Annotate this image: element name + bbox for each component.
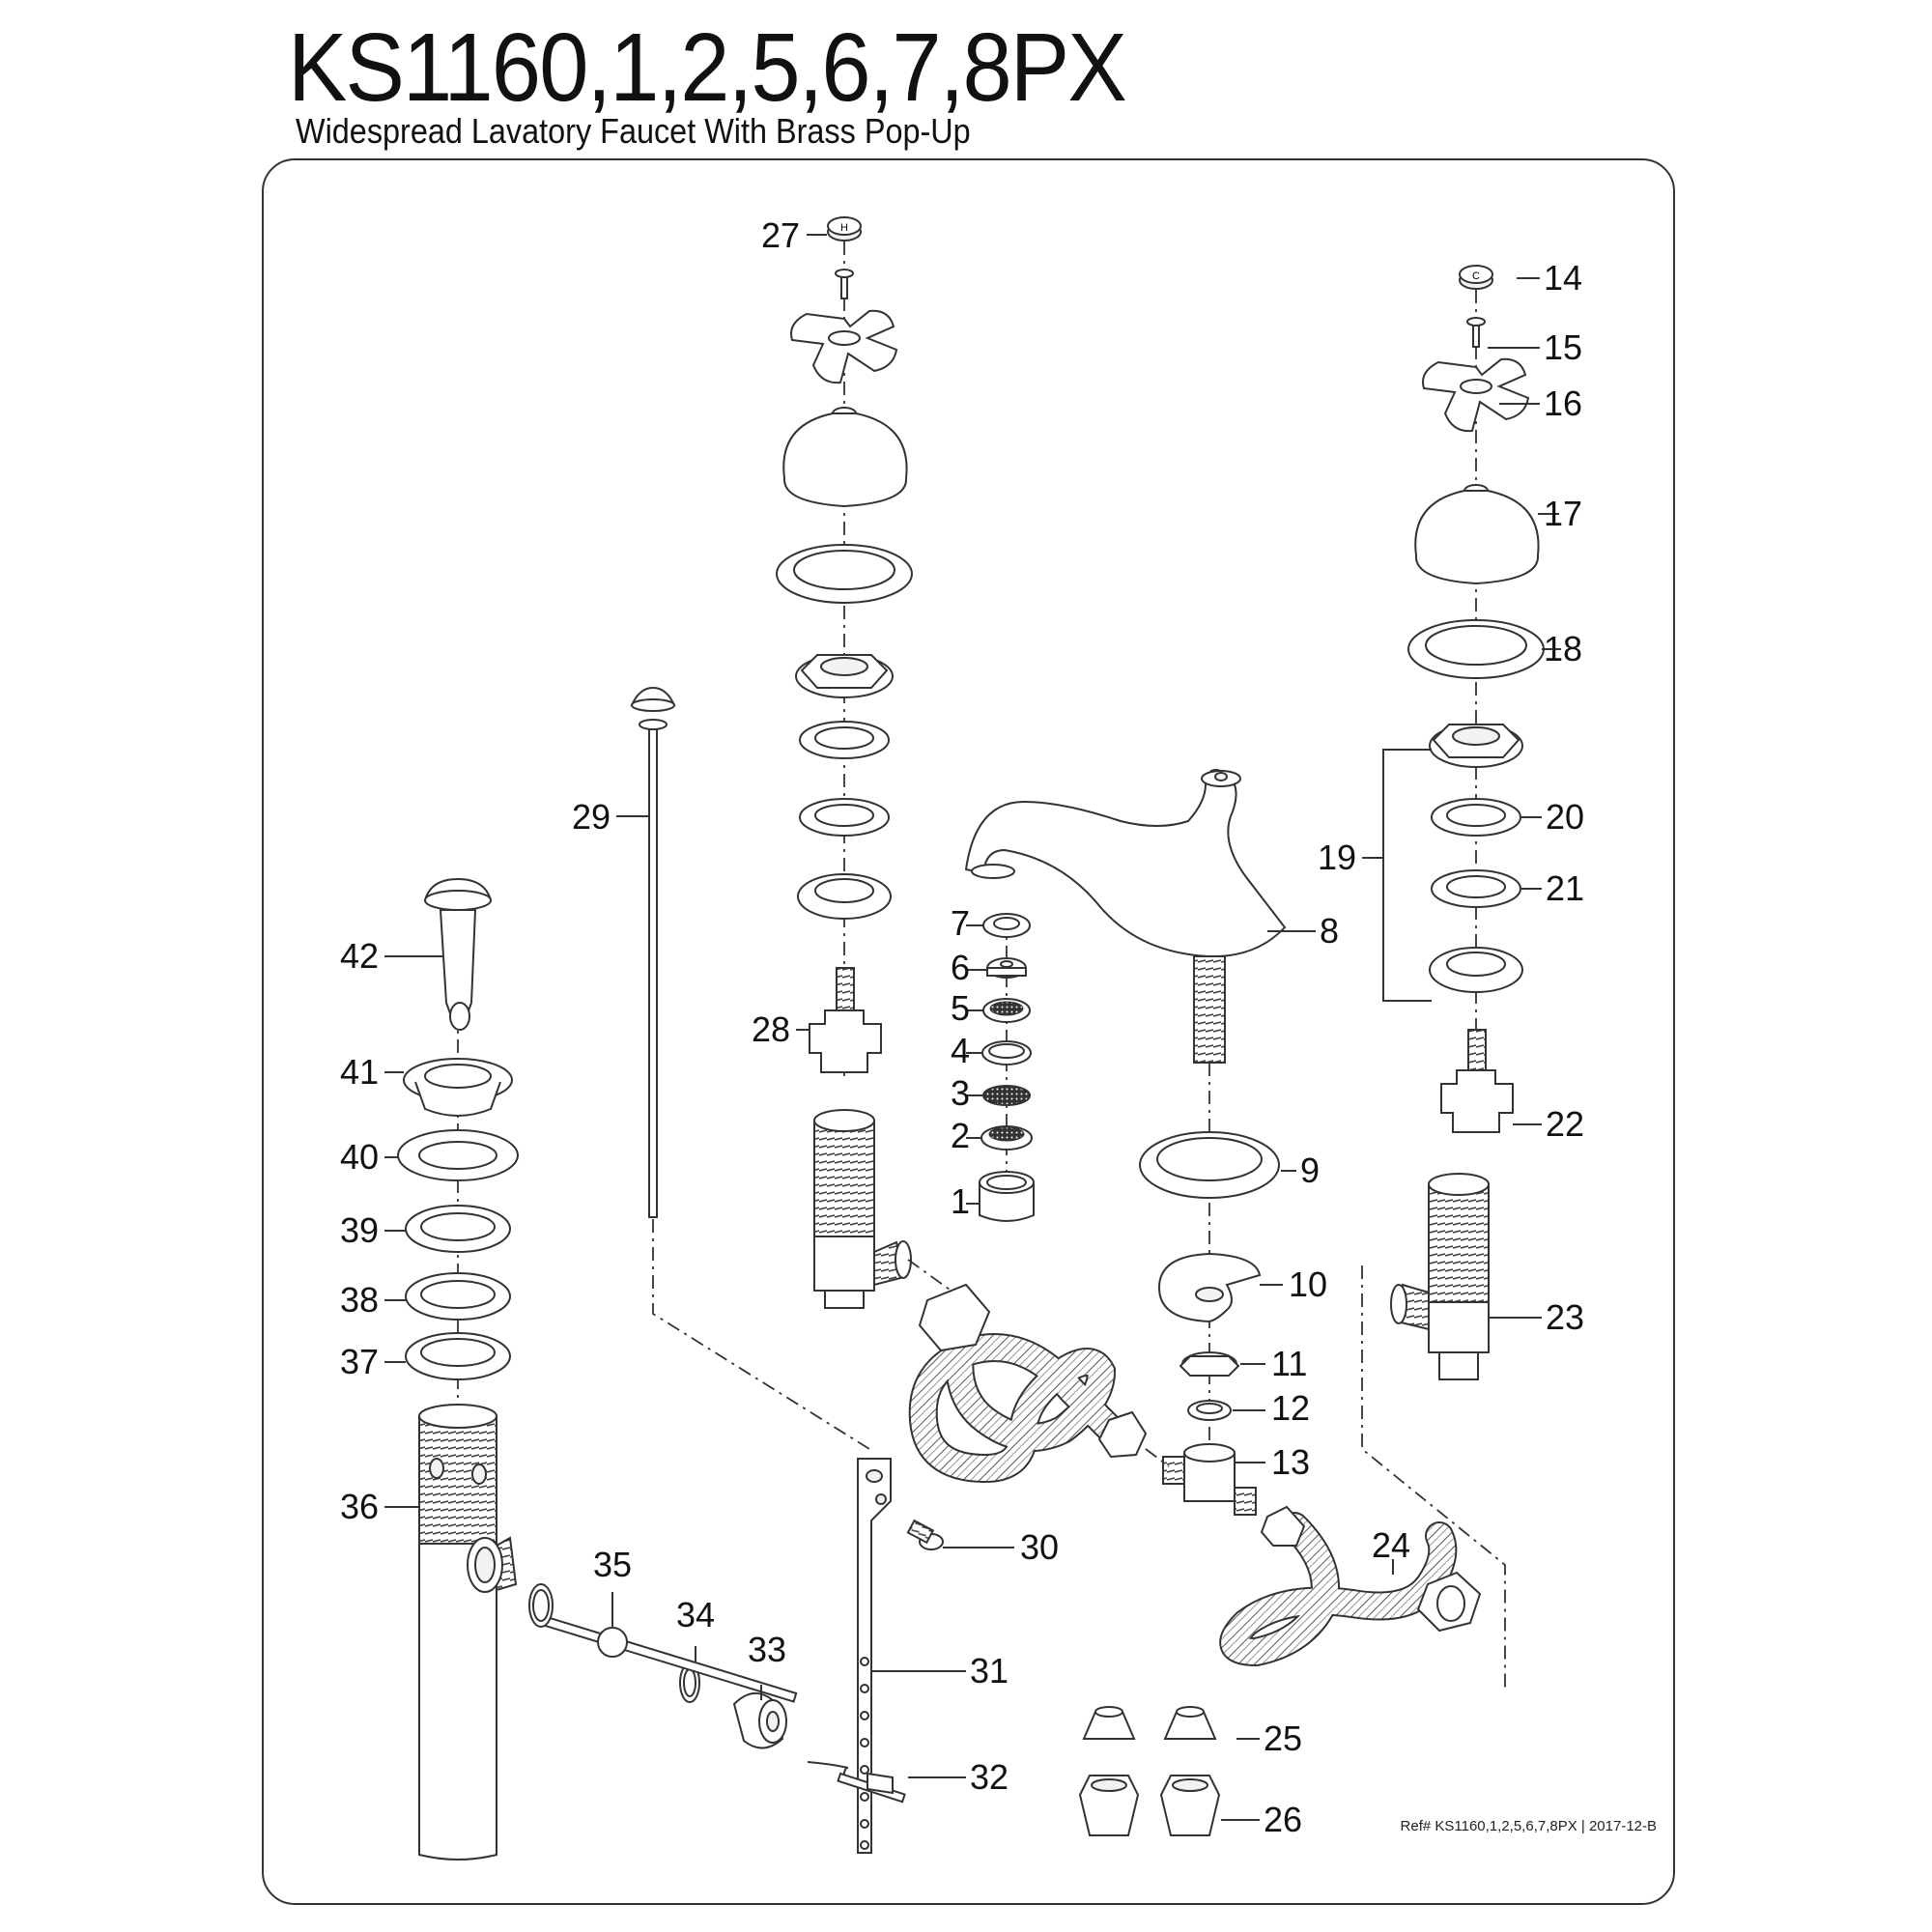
clevis-screw: [906, 1519, 944, 1550]
hot-cartridge: [809, 967, 882, 1073]
part-label-33: 33: [748, 1630, 786, 1669]
part-label-24: 24: [1372, 1525, 1410, 1565]
spout-assembly: [964, 769, 1287, 1516]
part-label-40: 40: [340, 1137, 379, 1177]
drain-body: [418, 1404, 518, 1861]
part-label-16: 16: [1544, 384, 1582, 423]
cold-cartridge: [1440, 1029, 1514, 1133]
aerator-assembly: [979, 913, 1035, 1222]
cold-washers: [1429, 798, 1523, 993]
part-label-22: 22: [1546, 1104, 1584, 1144]
part-label-7: 7: [951, 903, 970, 943]
part-label-35: 35: [593, 1545, 632, 1584]
hot-washers: [797, 721, 892, 920]
part-number-labels: 1 2 3 4 5 6 7 8 9 10 11 12 13 14 15 16 1…: [340, 215, 1584, 1839]
pivot-nut: [732, 1692, 787, 1749]
supply-hoses: [907, 1259, 1506, 1690]
part-label-18: 18: [1544, 629, 1582, 668]
part-label-34: 34: [676, 1595, 715, 1634]
part-label-21: 21: [1546, 868, 1584, 908]
hot-flange: [776, 544, 913, 604]
part-label-4: 4: [951, 1031, 970, 1070]
part-label-11: 11: [1271, 1344, 1307, 1383]
reference-number: Ref# KS1160,1,2,5,6,7,8PX | 2017-12-B: [1400, 1818, 1657, 1834]
cold-flange: [1407, 619, 1545, 679]
part-label-38: 38: [340, 1280, 379, 1320]
leader-lines: [384, 234, 1561, 1821]
part-label-5: 5: [951, 988, 970, 1028]
part-label-9: 9: [1300, 1151, 1320, 1190]
part-label-3: 3: [951, 1073, 970, 1113]
drain-assembly: [397, 877, 519, 1861]
hot-escutcheon: [782, 407, 908, 508]
cold-valve-body: [1390, 1173, 1490, 1380]
part-label-13: 13: [1271, 1442, 1310, 1482]
part-label-36: 36: [340, 1487, 379, 1526]
diagram-title: KS1160,1,2,5,6,7,8PX: [288, 14, 1127, 122]
drain-stopper: [423, 877, 493, 1031]
hot-hex-nut: [795, 654, 894, 698]
diagram-frame: [262, 158, 1675, 1905]
popup-linkage: [528, 686, 944, 1854]
cold-cap-letter: C: [1472, 270, 1480, 282]
part-label-20: 20: [1546, 797, 1584, 837]
diagram-subtitle: Widespread Lavatory Faucet With Brass Po…: [296, 111, 971, 151]
cold-cross-handle: [1422, 357, 1530, 433]
part-label-29: 29: [572, 797, 611, 837]
part-label-39: 39: [340, 1210, 379, 1250]
part-label-15: 15: [1544, 327, 1582, 367]
part-label-10: 10: [1289, 1264, 1327, 1304]
part-label-19: 19: [1318, 838, 1356, 877]
part-label-14: 14: [1544, 258, 1582, 298]
part-label-32: 32: [970, 1757, 1009, 1797]
part-label-30: 30: [1020, 1527, 1059, 1567]
cold-valve-assembly: C: [1390, 265, 1545, 1380]
hot-cross-handle: [790, 309, 898, 384]
compression-fittings: [1078, 1706, 1221, 1836]
cold-hex-nut: [1429, 724, 1523, 768]
cold-handle-screw: [1466, 317, 1486, 348]
part-label-6: 6: [951, 948, 970, 987]
part-label-17: 17: [1544, 494, 1582, 533]
part-label-12: 12: [1271, 1388, 1310, 1428]
part-label-27: 27: [761, 215, 800, 255]
part-label-1: 1: [951, 1181, 970, 1221]
hot-valve-body: [813, 1109, 912, 1309]
hot-handle-screw: [835, 269, 854, 299]
hot-cap-letter: H: [840, 222, 848, 234]
hot-valve-assembly: H: [776, 216, 913, 1309]
part-label-41: 41: [340, 1052, 379, 1092]
hot-index-cap: H: [827, 216, 862, 242]
part-label-23: 23: [1546, 1297, 1584, 1337]
part-label-31: 31: [970, 1651, 1009, 1690]
part-label-8: 8: [1320, 911, 1339, 951]
cold-index-cap: C: [1459, 265, 1493, 290]
part-label-42: 42: [340, 936, 379, 976]
part-label-25: 25: [1264, 1719, 1302, 1758]
part-label-2: 2: [951, 1116, 970, 1155]
part-label-28: 28: [752, 1009, 790, 1049]
part-label-37: 37: [340, 1342, 379, 1381]
part-label-26: 26: [1264, 1800, 1302, 1839]
cold-escutcheon: [1414, 484, 1540, 585]
